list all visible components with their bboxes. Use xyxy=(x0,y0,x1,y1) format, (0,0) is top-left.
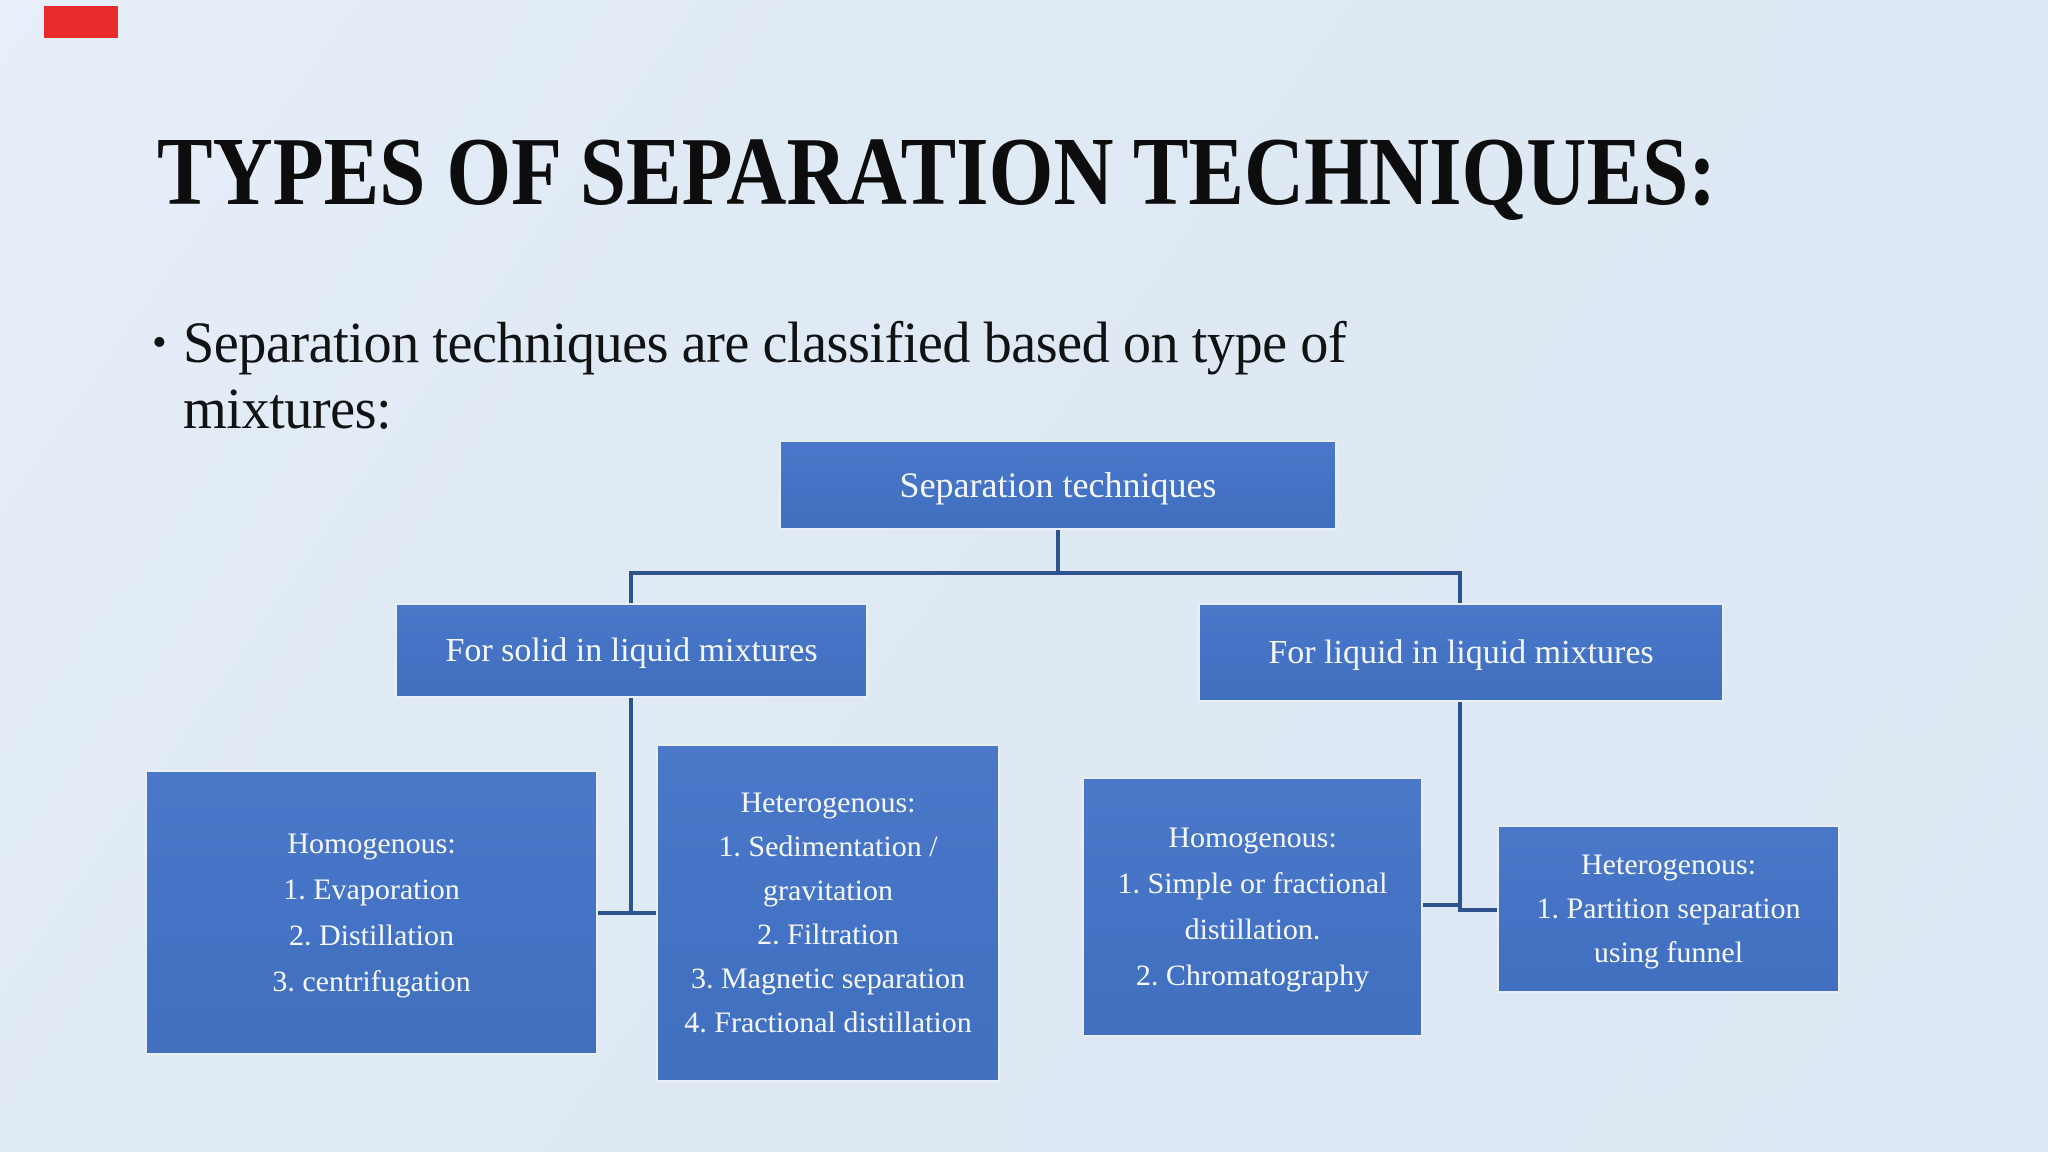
node-liquid-heterogenous: Heterogenous: 1. Partition separation us… xyxy=(1497,825,1840,993)
node-solid-heterogenous: Heterogenous: 1. Sedimentation / gravita… xyxy=(656,744,1000,1082)
connector-main-horizontal xyxy=(629,571,1462,575)
connector-root-stem xyxy=(1056,529,1060,574)
bullet-line-1: Separation techniques are classified bas… xyxy=(182,310,1347,375)
leaf-item: 3. centrifugation xyxy=(272,964,471,998)
node-separation-techniques: Separation techniques xyxy=(779,440,1337,530)
connector-left-leaf-stub xyxy=(598,911,659,915)
leaf-item: 1. Sedimentation / gravitation xyxy=(718,830,938,907)
leaf-item: 4. Fractional distillation xyxy=(684,1006,972,1039)
connector-right-vertical xyxy=(1458,571,1462,909)
leaf-item: 1. Partition separation using funnel xyxy=(1536,892,1801,969)
node-solid-in-liquid: For solid in liquid mixtures xyxy=(395,603,868,698)
leaf-heading: Homogenous: xyxy=(1168,821,1337,854)
node-liquid-in-liquid: For liquid in liquid mixtures xyxy=(1198,603,1724,702)
slide-title: TYPES OF SEPARATION TECHNIQUES: xyxy=(157,118,1717,226)
node-solid-label: For solid in liquid mixtures xyxy=(445,631,818,669)
leaf-item: 1. Simple or fractional distillation. xyxy=(1117,867,1388,946)
leaf-heading: Heterogenous: xyxy=(740,786,916,819)
bullet-line-2: mixtures: xyxy=(182,376,392,441)
bullet-marker: • xyxy=(152,320,167,366)
node-liquid-homogenous: Homogenous: 1. Simple or fractional dist… xyxy=(1082,777,1423,1037)
leaf-heading: Homogenous: xyxy=(287,826,456,860)
red-accent-rectangle xyxy=(44,6,118,38)
leaf-item: 2. Distillation xyxy=(289,918,454,952)
node-solid-homogenous: Homogenous: 1. Evaporation 2. Distillati… xyxy=(145,770,598,1055)
node-root-label: Separation techniques xyxy=(899,465,1217,505)
bullet-text: Separation techniques are classified bas… xyxy=(182,310,1347,442)
leaf-item: 3. Magnetic separation xyxy=(690,962,966,995)
connector-right-leaf-stub-left xyxy=(1422,903,1462,907)
connector-left-vertical xyxy=(629,571,633,915)
leaf-heading: Heterogenous: xyxy=(1581,848,1756,881)
leaf-item: 2. Filtration xyxy=(757,918,899,951)
connector-right-leaf-stub-right xyxy=(1458,908,1501,912)
leaf-item: 1. Evaporation xyxy=(283,872,460,906)
leaf-item: 2. Chromatography xyxy=(1135,959,1370,992)
node-liquid-label: For liquid in liquid mixtures xyxy=(1268,633,1654,671)
bullet-paragraph: • Separation techniques are classified b… xyxy=(152,310,1382,442)
